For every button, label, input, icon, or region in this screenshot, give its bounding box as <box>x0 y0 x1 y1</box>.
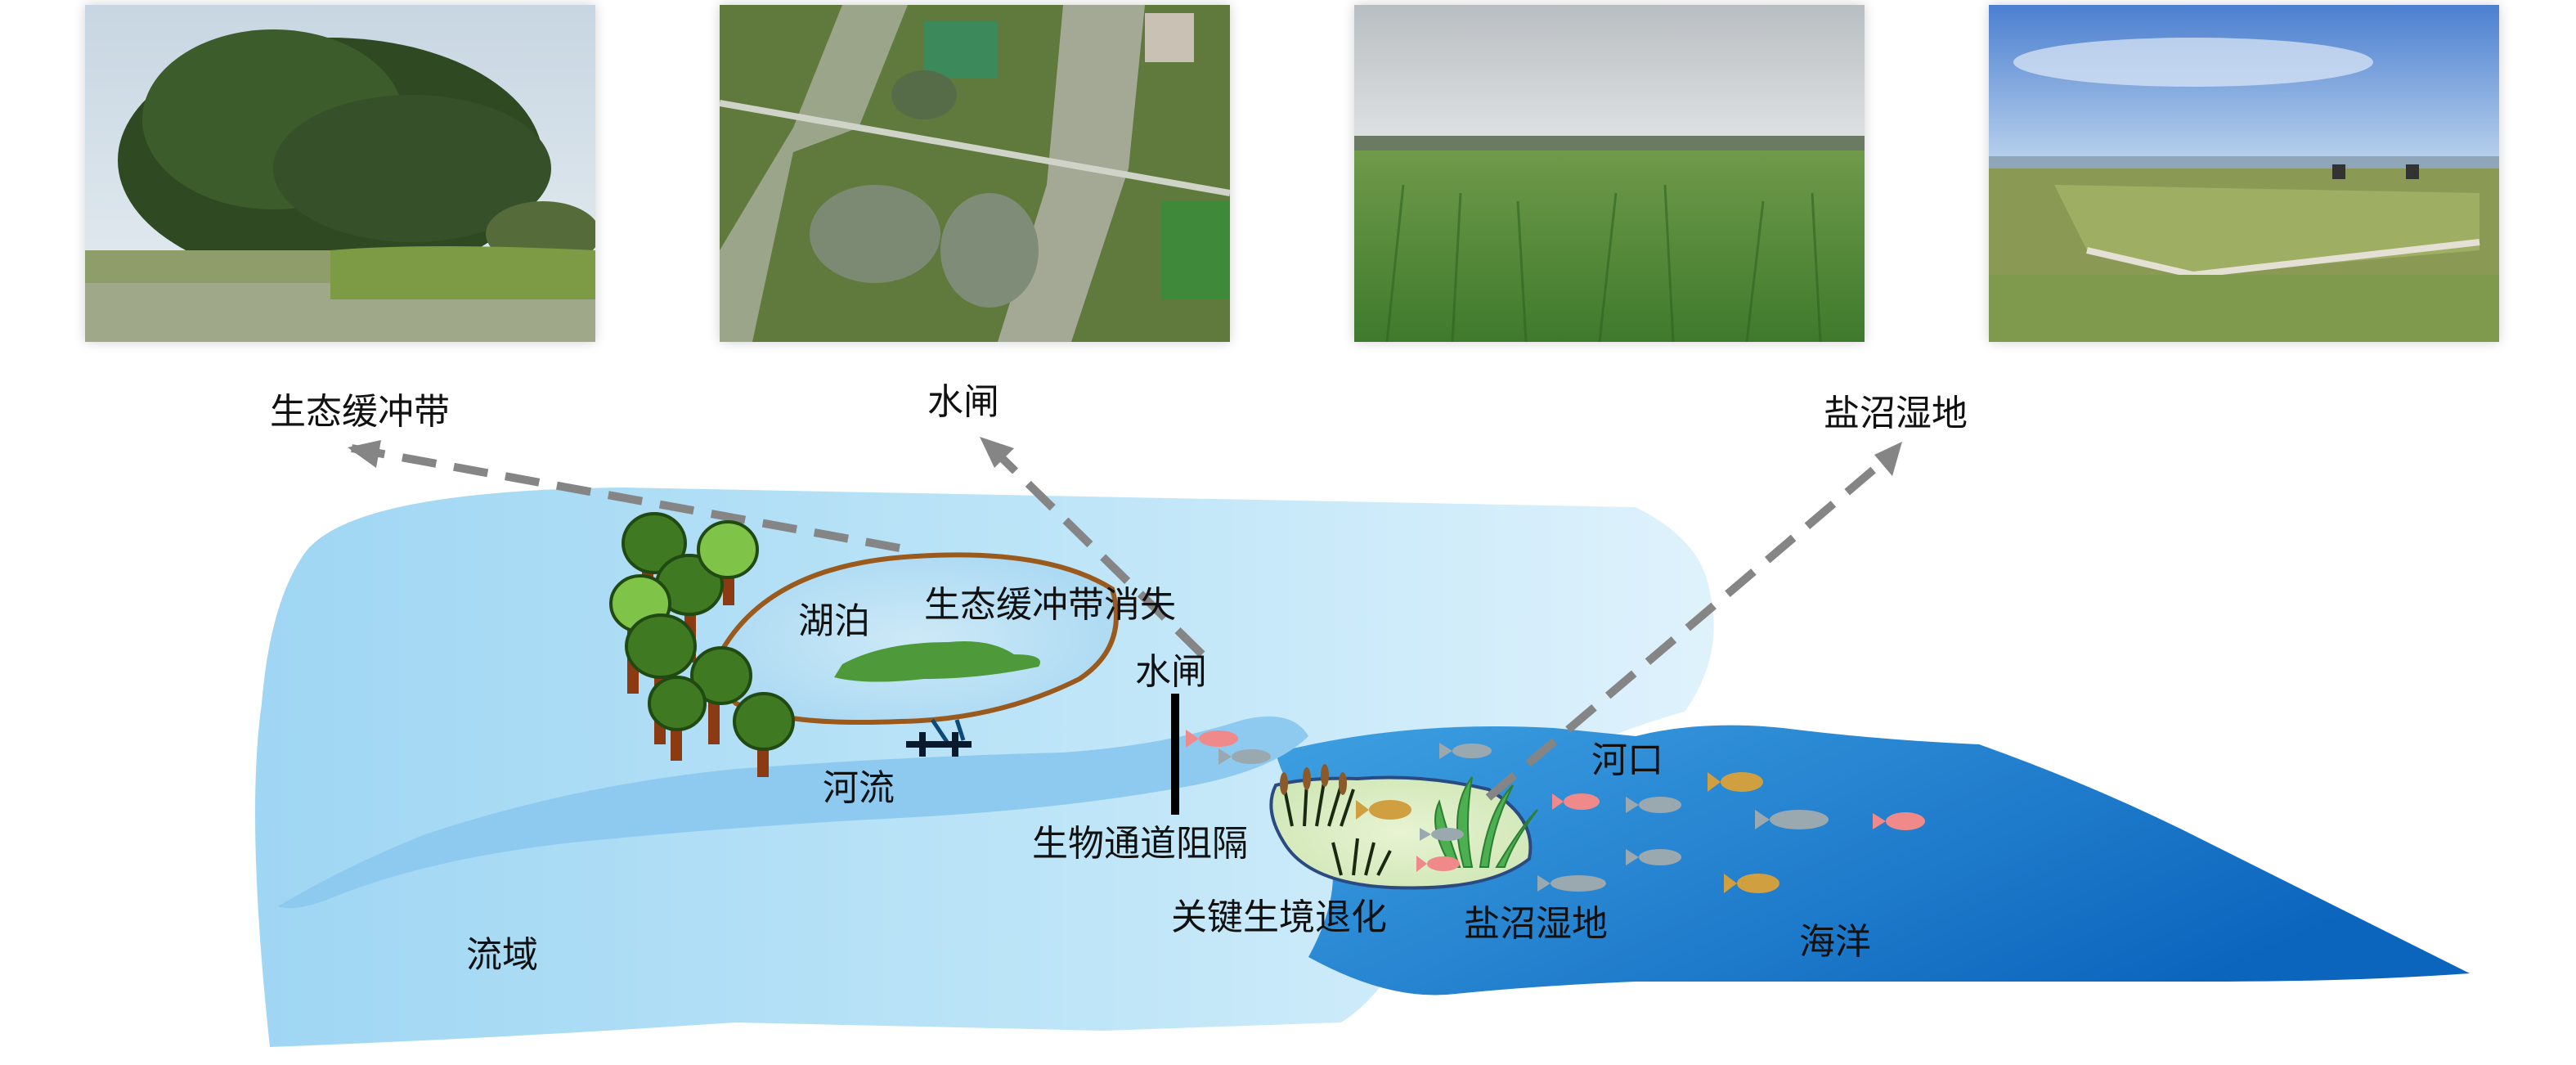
label-salt-marsh: 盐沼湿地 <box>1464 903 1608 945</box>
arrow-to-buffer-zone <box>351 444 900 552</box>
arrowhead-buffer-zone <box>348 440 381 468</box>
fish-group-icon <box>1186 730 1925 893</box>
label-passage-blocked: 生物通道阻隔 <box>1032 823 1248 865</box>
callout-salt-marsh: 盐沼湿地 <box>1824 393 1968 434</box>
marsh-grass-icon <box>1434 776 1538 868</box>
culvert-icon <box>930 718 966 746</box>
tree-cluster-icon <box>609 512 795 777</box>
weir-bar-icon <box>906 732 972 757</box>
callout-buffer-zone: 生态缓冲带 <box>270 391 450 433</box>
label-buffer-zone-loss: 生态缓冲带消失 <box>924 584 1176 626</box>
photo-reed-marsh <box>1354 5 1865 342</box>
photo-buffer-zone <box>85 5 595 342</box>
label-estuary: 河口 <box>1591 739 1663 781</box>
label-sluice: 水闸 <box>1135 651 1207 693</box>
label-habitat-degradation: 关键生境退化 <box>1171 896 1387 938</box>
ocean-region <box>1276 725 2470 995</box>
photo-sluice <box>720 5 1230 342</box>
reed-heads-icon <box>1280 764 1347 795</box>
photo-salt-marsh <box>1989 5 2499 342</box>
callout-sluice: 水闸 <box>927 381 999 423</box>
label-lake: 湖泊 <box>798 600 870 642</box>
arrowhead-sluice <box>980 437 1014 468</box>
label-basin: 流域 <box>466 934 538 976</box>
label-ocean: 海洋 <box>1799 921 1871 963</box>
arrowhead-salt-marsh <box>1874 442 1902 476</box>
label-river: 河流 <box>823 767 895 809</box>
sluice-gate-icon <box>1171 694 1179 815</box>
lake-vegetation <box>834 641 1040 682</box>
arrow-to-salt-marsh <box>1485 453 1892 801</box>
river-channel <box>278 716 1308 909</box>
reed-cluster-icon <box>1282 776 1392 876</box>
